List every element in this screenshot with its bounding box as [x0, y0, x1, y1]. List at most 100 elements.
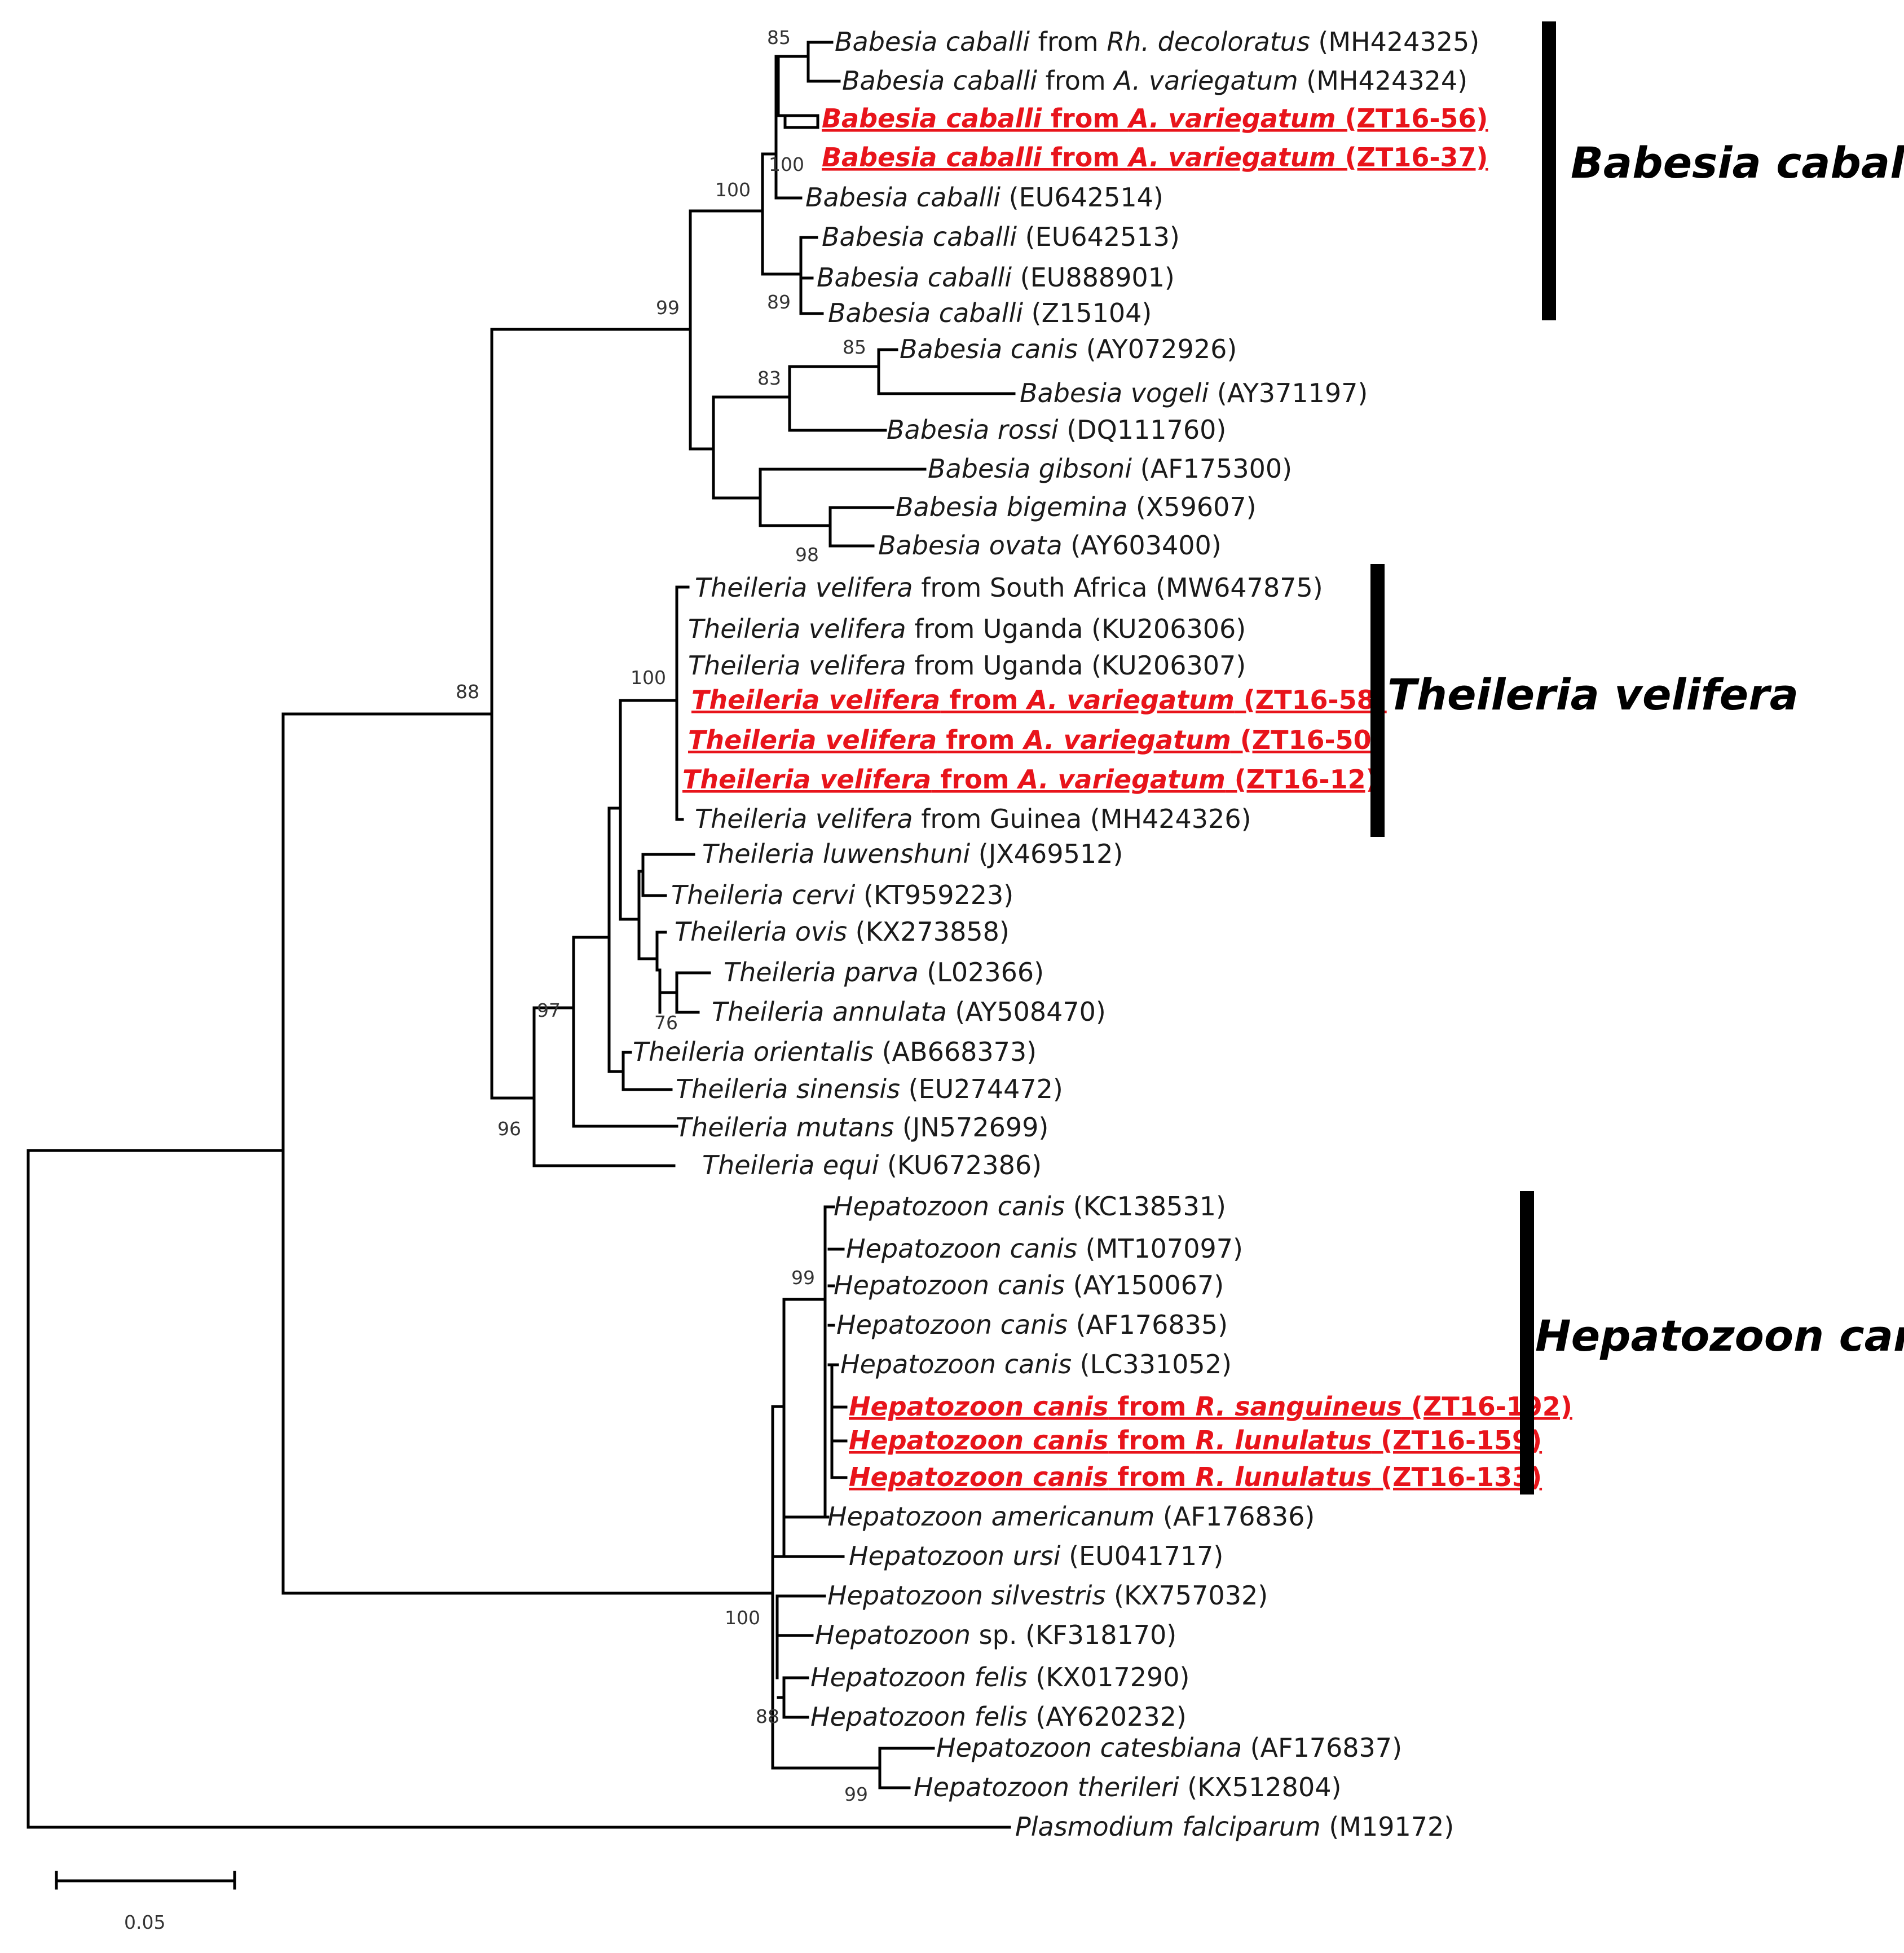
taxon-species-name: Hepatozoon	[815, 1620, 971, 1650]
taxon-species-name: Hepatozoon canis	[849, 1425, 1108, 1456]
taxon-species-name: Theileria equi	[702, 1150, 879, 1180]
bootstrap-label: 100	[769, 153, 804, 175]
taxon-species-name: Babesia caballi	[828, 298, 1023, 328]
taxon-label: Babesia caballi (EU888901)	[817, 262, 1175, 293]
taxon-species-name: Theileria ovis	[675, 916, 847, 947]
taxon-accession: (MT107097)	[1077, 1233, 1243, 1264]
taxon-species-name: Theileria annulata	[712, 997, 947, 1027]
taxon-label: Theileria sinensis (EU274472)	[676, 1074, 1063, 1104]
taxon-host: A. variegatum	[1127, 142, 1336, 173]
taxon-label: Theileria ovis (KX273858)	[675, 916, 1010, 947]
bootstrap-label: 96	[497, 1118, 521, 1140]
taxon-accession: (EU642513)	[1017, 222, 1180, 252]
taxon-label: Theileria equi (KU672386)	[702, 1150, 1042, 1180]
branch-piroplasm	[490, 328, 692, 1100]
taxon-accession: (KU206306)	[1083, 614, 1246, 644]
root-branch	[27, 1149, 1011, 1829]
taxon-accession: (AY371197)	[1209, 378, 1368, 408]
clade-markers: Babesia caballi Theileria velifera Hepat…	[1370, 21, 1904, 1494]
taxon-host: R. lunulatus	[1195, 1425, 1372, 1456]
taxon-species-name: Theileria parva	[724, 957, 919, 987]
branch-orient-sinensis	[622, 1051, 673, 1091]
branch-caballi-top	[777, 55, 787, 117]
taxon-label: Hepatozoon canis from R. sanguineus (ZT1…	[849, 1391, 1572, 1422]
taxon-label: Hepatozoon silvestris (KX757032)	[827, 1580, 1268, 1611]
taxon-accession: (Z15104)	[1023, 298, 1152, 328]
branch-canis-sub	[827, 1247, 845, 1366]
taxon-species-name: Hepatozoon felis	[810, 1662, 1028, 1692]
taxon-accession: (L02366)	[919, 957, 1044, 987]
bootstrap-label: 99	[791, 1267, 815, 1289]
scale-bar-line	[55, 1871, 236, 1890]
scale-bar: 0.05	[55, 1871, 236, 1933]
branch-caballi	[761, 152, 803, 276]
taxon-accession: (ZT16-58)	[1235, 685, 1387, 715]
taxon-accession: (KT959223)	[855, 880, 1013, 910]
taxon-accession: (MH424326)	[1082, 804, 1251, 834]
taxon-accession: (LC331052)	[1072, 1349, 1232, 1379]
taxon-species-name: Hepatozoon canis	[840, 1349, 1072, 1379]
clade-bar-theileria	[1370, 564, 1385, 837]
taxon-origin: from Uganda	[906, 650, 1083, 681]
taxon-species-name: Theileria mutans	[676, 1112, 894, 1143]
taxon-host: A. variegatum	[1017, 764, 1226, 795]
taxon-species-name: Theileria velifera	[688, 650, 906, 681]
taxon-accession: (AF176837)	[1242, 1732, 1402, 1763]
taxon-origin: from South Africa	[913, 572, 1148, 603]
taxon-species-name: Babesia caballi	[805, 182, 1001, 213]
taxon-host: R. lunulatus	[1195, 1462, 1372, 1492]
taxon-accession: (EU642514)	[1001, 182, 1163, 213]
taxon-accession: (ZT16-56)	[1336, 103, 1488, 134]
taxon-host: A. variegatum	[1112, 65, 1298, 96]
branch-theileria-inner	[572, 936, 678, 1128]
bootstrap-label: 85	[767, 27, 791, 49]
taxon-accession: (KX512804)	[1179, 1772, 1342, 1802]
taxon-species-name: Hepatozoon canis	[836, 1310, 1068, 1340]
taxon-label: Theileria velifera from Uganda (KU206307…	[688, 650, 1246, 681]
taxon-species-name: Hepatozoon ursi	[849, 1541, 1061, 1571]
taxon-label: Theileria parva (L02366)	[724, 957, 1044, 987]
taxon-origin: from	[937, 725, 1024, 755]
taxon-host: Rh. decoloratus	[1107, 27, 1310, 57]
taxon-species-name: Babesia canis	[900, 334, 1078, 364]
taxon-species-name: Babesia caballi	[822, 222, 1017, 252]
taxon-label: Hepatozoon canis (LC331052)	[840, 1349, 1232, 1379]
taxon-label: Hepatozoon canis (AY150067)	[834, 1270, 1224, 1300]
taxon-label: Hepatozoon felis (AY620232)	[810, 1701, 1187, 1732]
taxon-accession: (ZT16-50)	[1231, 725, 1383, 755]
taxon-species-name: Hepatozoon therileri	[914, 1772, 1179, 1802]
branch-canis-new	[830, 1363, 848, 1479]
taxon-species-name: Hepatozoon canis	[849, 1462, 1108, 1492]
taxon-species-name: Plasmodium falciparum	[1015, 1811, 1321, 1842]
taxon-label: Theileria velifera from Guinea (MH424326…	[695, 804, 1251, 834]
taxon-origin: from	[1037, 65, 1114, 96]
bootstrap-label: 85	[843, 336, 866, 358]
taxon-label: Hepatozoon catesbiana (AF176837)	[936, 1732, 1402, 1763]
taxon-label: Hepatozoon canis from R. lunulatus (ZT16…	[849, 1462, 1542, 1492]
taxon-label: Babesia caballi (Z15104)	[828, 298, 1152, 328]
taxon-origin: from	[1042, 103, 1129, 134]
bootstrap-label: 98	[795, 544, 819, 566]
branch-velifera	[675, 585, 690, 821]
bootstrap-label: 76	[654, 1012, 678, 1034]
taxon-origin: from	[940, 685, 1027, 715]
taxon-species-name: Theileria velifera	[695, 572, 913, 603]
taxon-label: Hepatozoon canis (AF176835)	[836, 1310, 1228, 1340]
taxon-species-name: Babesia caballi	[822, 142, 1042, 173]
taxon-accession: (M19172)	[1321, 1811, 1455, 1842]
taxon-species-name: Hepatozoon americanum	[827, 1501, 1154, 1532]
bootstrap-label: 97	[537, 999, 561, 1021]
bootstrap-label: 99	[844, 1783, 868, 1805]
branch-babesia	[689, 209, 764, 451]
taxon-accession: (ZT16-12)	[1226, 764, 1378, 795]
clade-label-theileria: Theileria velifera	[1387, 669, 1799, 720]
taxon-origin: from	[1042, 142, 1129, 173]
taxon-species-name: Theileria orientalis	[633, 1037, 874, 1067]
taxon-accession: (KU206307)	[1083, 650, 1246, 681]
taxon-label: Babesia caballi from A. variegatum (MH42…	[842, 65, 1467, 96]
taxon-species-name: Babesia caballi	[822, 103, 1042, 134]
bootstrap-label: 100	[725, 1607, 760, 1629]
taxon-species-name: Hepatozoon canis	[834, 1191, 1065, 1222]
scale-bar-label: 0.05	[124, 1911, 165, 1933]
